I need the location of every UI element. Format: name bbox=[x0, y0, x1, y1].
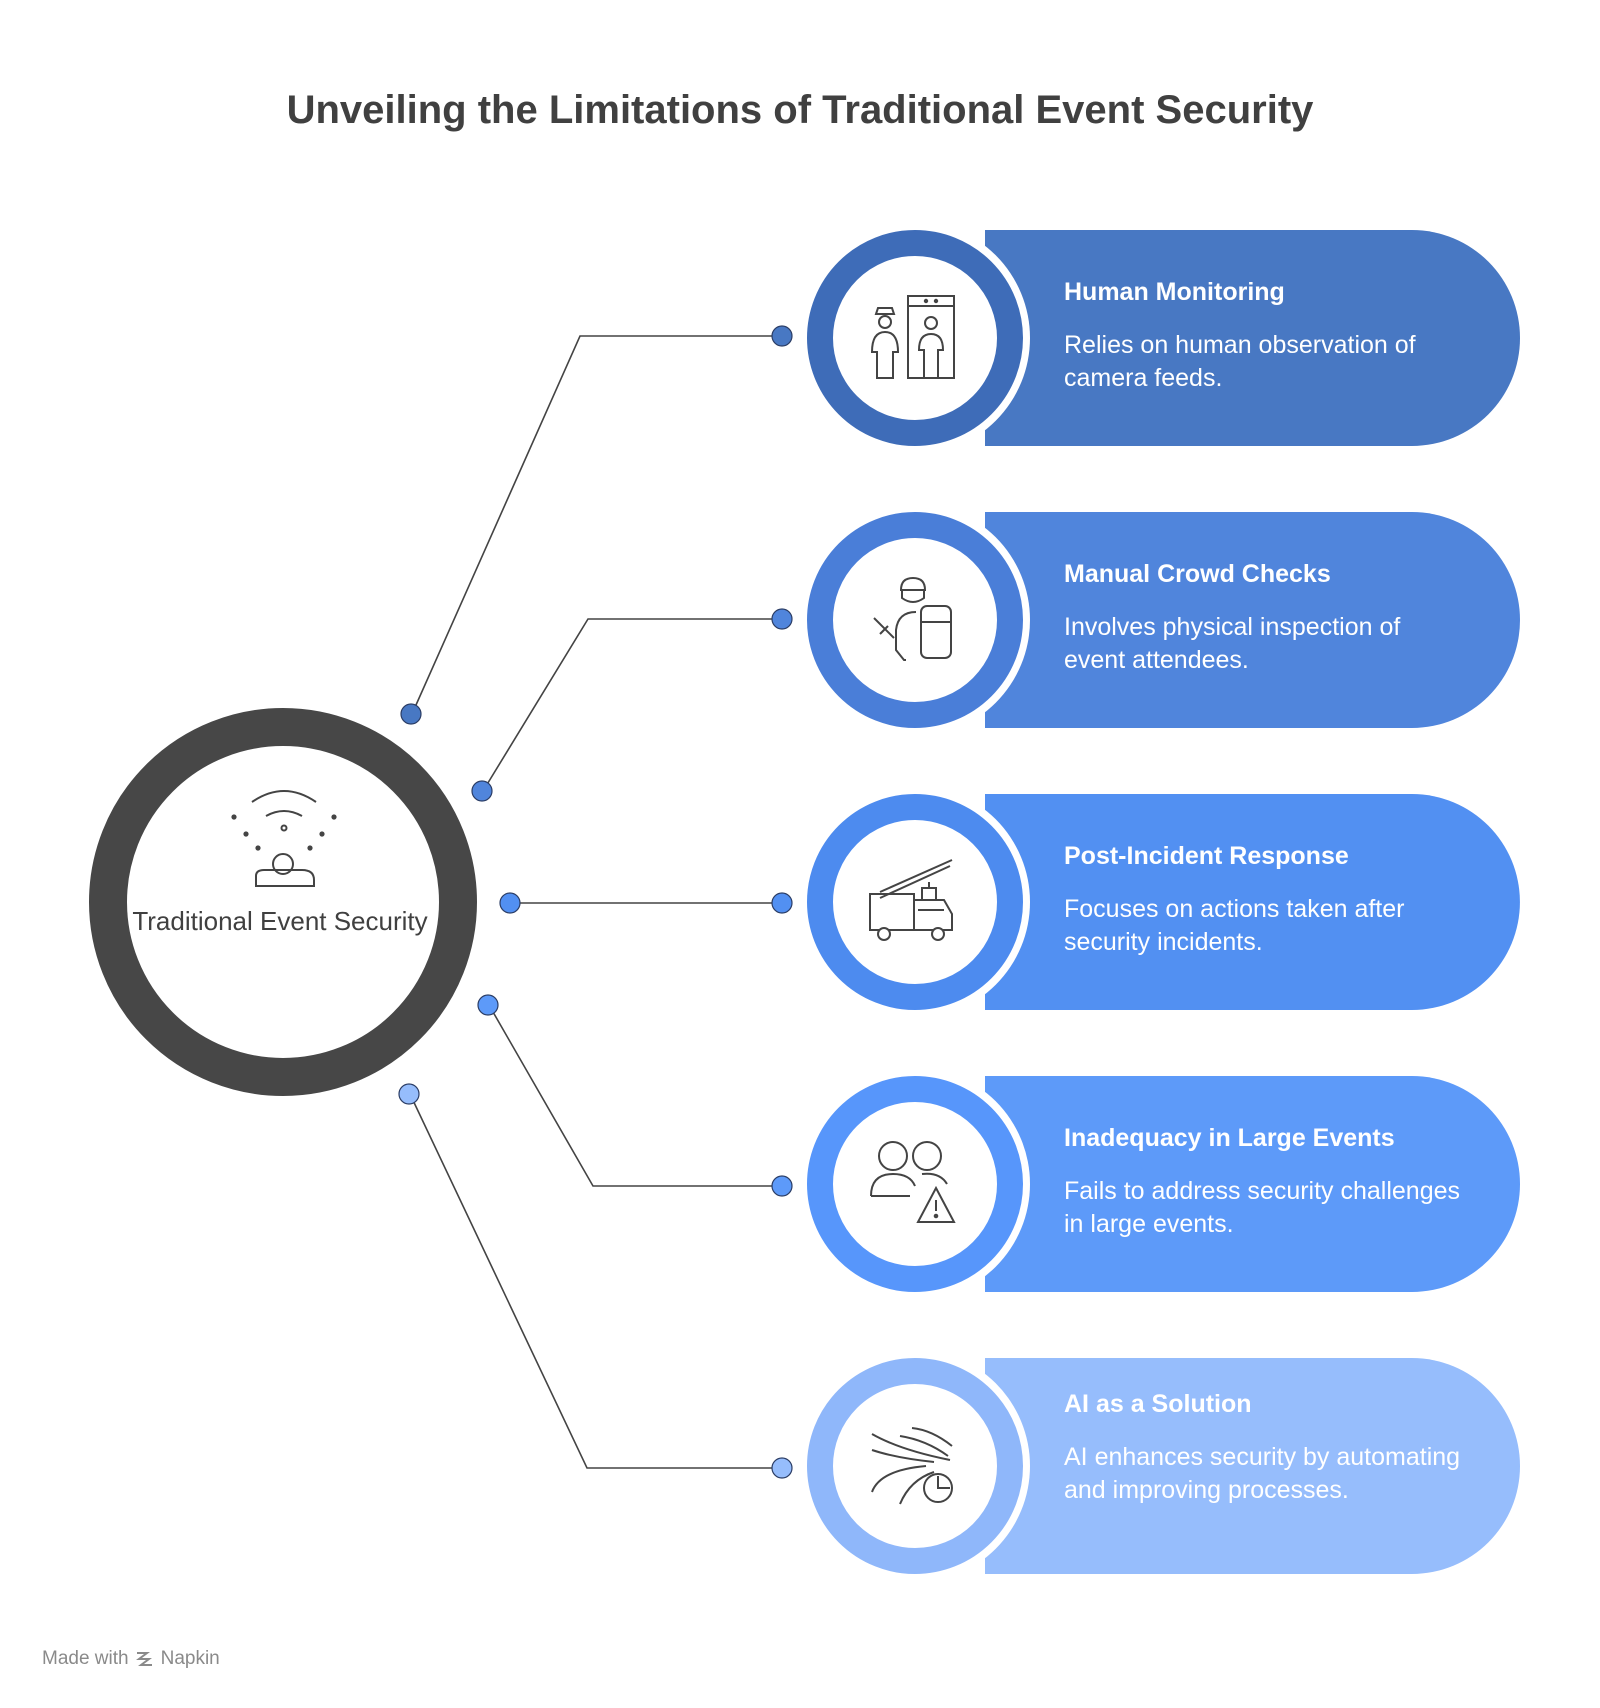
hub-dots bbox=[398, 703, 521, 1105]
hub-dot-5 bbox=[398, 1083, 420, 1105]
connector-2 bbox=[482, 618, 780, 792]
napkin-brand[interactable]: Napkin bbox=[135, 1648, 220, 1670]
card-description: AI enhances security by automating and i… bbox=[1064, 1443, 1461, 1504]
card-description: Focuses on actions taken after security … bbox=[1064, 895, 1405, 956]
card-description: Involves physical inspection of event at… bbox=[1064, 613, 1401, 674]
card-dot-5 bbox=[771, 1457, 793, 1479]
card-inadequacy-in-large-events bbox=[771, 1067, 1520, 1301]
napkin-logo-icon bbox=[135, 1652, 152, 1666]
connector-5 bbox=[409, 1093, 780, 1469]
card-text-4: Inadequacy in Large Events Fails to addr… bbox=[1064, 1123, 1464, 1241]
hub-ring bbox=[89, 708, 477, 1096]
wireless-person-icon bbox=[231, 790, 337, 887]
card-human-monitoring bbox=[771, 221, 1520, 455]
page-title: Unveiling the Limitations of Traditional… bbox=[286, 88, 1314, 132]
made-with-label: Made with bbox=[42, 1648, 129, 1669]
security-guard-scanner-icon bbox=[870, 295, 955, 379]
footer: Made with Napkin bbox=[42, 1648, 220, 1670]
connector-1 bbox=[411, 335, 780, 715]
guard-inspection-icon bbox=[873, 576, 952, 661]
card-dot-1 bbox=[771, 325, 793, 347]
card-dot-2 bbox=[771, 608, 793, 630]
hub-dot-1 bbox=[400, 703, 422, 725]
card-title: Human Monitoring bbox=[1064, 278, 1285, 306]
card-text-1: Human Monitoring Relies on human observa… bbox=[1064, 277, 1464, 395]
napkin-brand-label: Napkin bbox=[160, 1648, 220, 1669]
card-title: Manual Crowd Checks bbox=[1064, 560, 1331, 588]
crowd-warning-icon bbox=[870, 1141, 956, 1223]
connector-4 bbox=[488, 1004, 780, 1187]
card-title: Post-Incident Response bbox=[1064, 842, 1349, 870]
card-dot-4 bbox=[771, 1175, 793, 1197]
card-ai-as-a-solution bbox=[771, 1349, 1520, 1583]
ai-flow-clock-icon bbox=[871, 1427, 953, 1505]
hub-dot-2 bbox=[471, 780, 493, 802]
card-dot-3 bbox=[771, 892, 793, 914]
emergency-truck-icon bbox=[869, 859, 953, 941]
card-text-5: AI as a Solution AI enhances security by… bbox=[1064, 1389, 1464, 1507]
hub-dot-3 bbox=[499, 892, 521, 914]
card-manual-crowd-checks bbox=[771, 503, 1520, 737]
card-title: AI as a Solution bbox=[1064, 1390, 1252, 1418]
card-post-incident-response bbox=[771, 785, 1520, 1019]
hub-dot-4 bbox=[477, 994, 499, 1016]
card-description: Relies on human observation of camera fe… bbox=[1064, 331, 1416, 392]
card-text-3: Post-Incident Response Focuses on action… bbox=[1064, 841, 1464, 959]
hub-label: Traditional Event Security bbox=[132, 906, 428, 936]
card-title: Inadequacy in Large Events bbox=[1064, 1124, 1395, 1152]
connectors bbox=[409, 335, 780, 1469]
card-description: Fails to address security challenges in … bbox=[1064, 1177, 1461, 1238]
card-text-2: Manual Crowd Checks Involves physical in… bbox=[1064, 559, 1464, 677]
